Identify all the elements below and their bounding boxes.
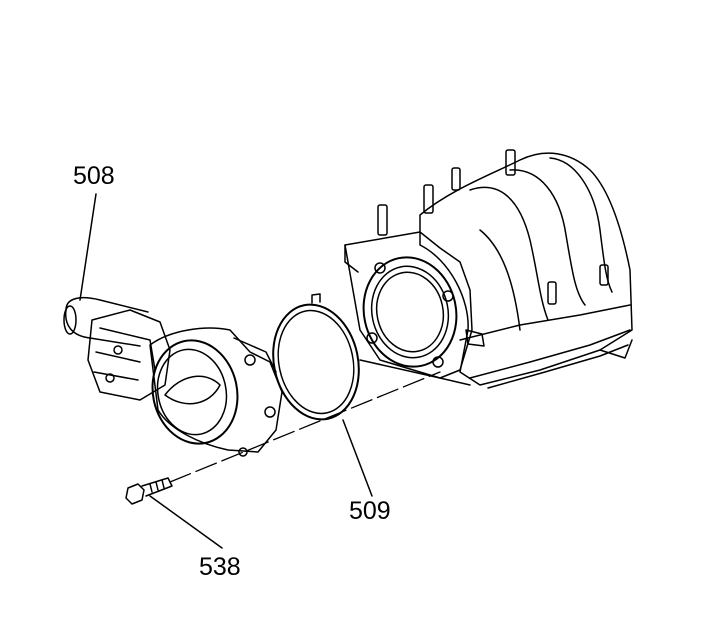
callout-509: 509 xyxy=(349,497,391,525)
callout-508: 508 xyxy=(73,162,115,190)
leader-lines xyxy=(79,193,373,549)
throttle-body xyxy=(63,297,283,457)
intake-manifold xyxy=(344,149,633,389)
mounting-bolt xyxy=(125,477,173,505)
callout-538: 538 xyxy=(199,553,241,581)
alignment-centerline xyxy=(169,371,441,483)
